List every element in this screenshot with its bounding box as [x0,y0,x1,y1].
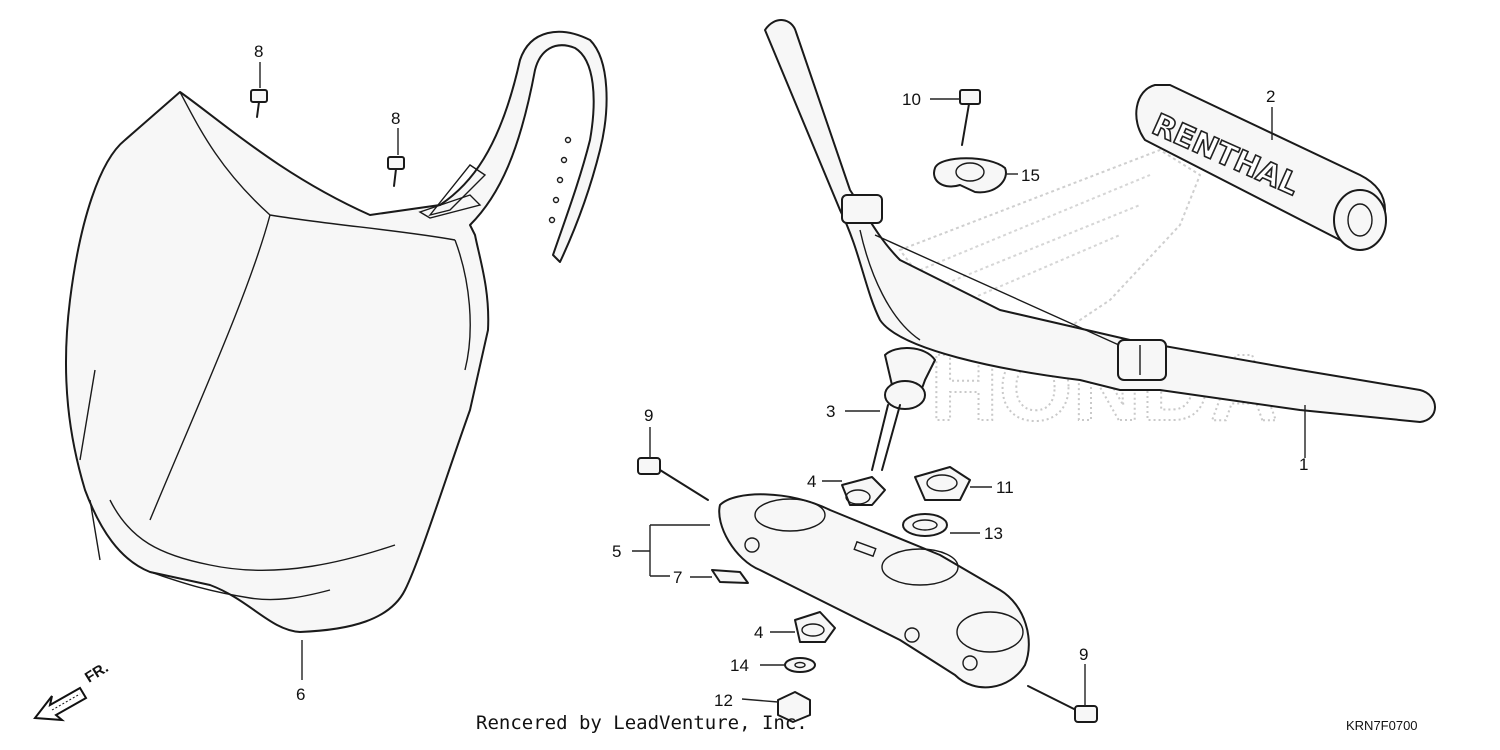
bar-pad: RENTHAL [1135,84,1387,251]
nut-4-upper [841,476,886,506]
callout-5: 5 [612,542,621,561]
clamp-15 [933,157,1007,194]
callout-8-upper: 8 [254,42,263,61]
callout-4-lower: 4 [754,623,763,642]
bolt-8-upper [250,89,268,118]
callout-12: 12 [714,691,733,710]
callout-8-lower: 8 [391,109,400,128]
callout-15: 15 [1021,166,1040,185]
callout-10: 10 [902,90,921,109]
callout-9-right: 9 [1079,645,1088,664]
callout-4-upper: 4 [807,472,816,491]
nut-4-lower [794,611,836,643]
washer-14 [784,657,816,673]
plate-7 [711,569,749,584]
callout-11: 11 [996,478,1014,497]
callout-6: 6 [296,685,305,704]
number-plate [64,30,608,633]
washer-13 [902,513,948,537]
callout-2: 2 [1266,87,1275,106]
credit-text: Rencered by LeadVenture, Inc. [476,712,808,734]
diagram-code: KRN7F0700 [1346,718,1418,733]
handlebar-holder-3 [871,347,936,471]
handlebar [764,19,1436,423]
top-bridge [718,493,1030,689]
callout-1: 1 [1299,455,1308,474]
bolt-8-lower [387,156,405,187]
callout-3: 3 [826,402,835,421]
callout-13: 13 [984,524,1003,543]
bolt-9-left [637,457,709,501]
callout-7: 7 [673,568,682,587]
nut-11 [914,466,971,501]
callout-14: 14 [730,656,749,675]
callout-9-left: 9 [644,406,653,425]
nut-12 [777,691,811,723]
front-arrow-icon [33,686,88,722]
bolt-9-right [1027,685,1098,723]
callout-numbers: 8 8 10 15 2 3 1 9 4 11 13 5 7 4 14 12 9 … [254,42,1308,710]
bolt-10 [959,89,981,146]
leader-lines [259,62,1306,706]
